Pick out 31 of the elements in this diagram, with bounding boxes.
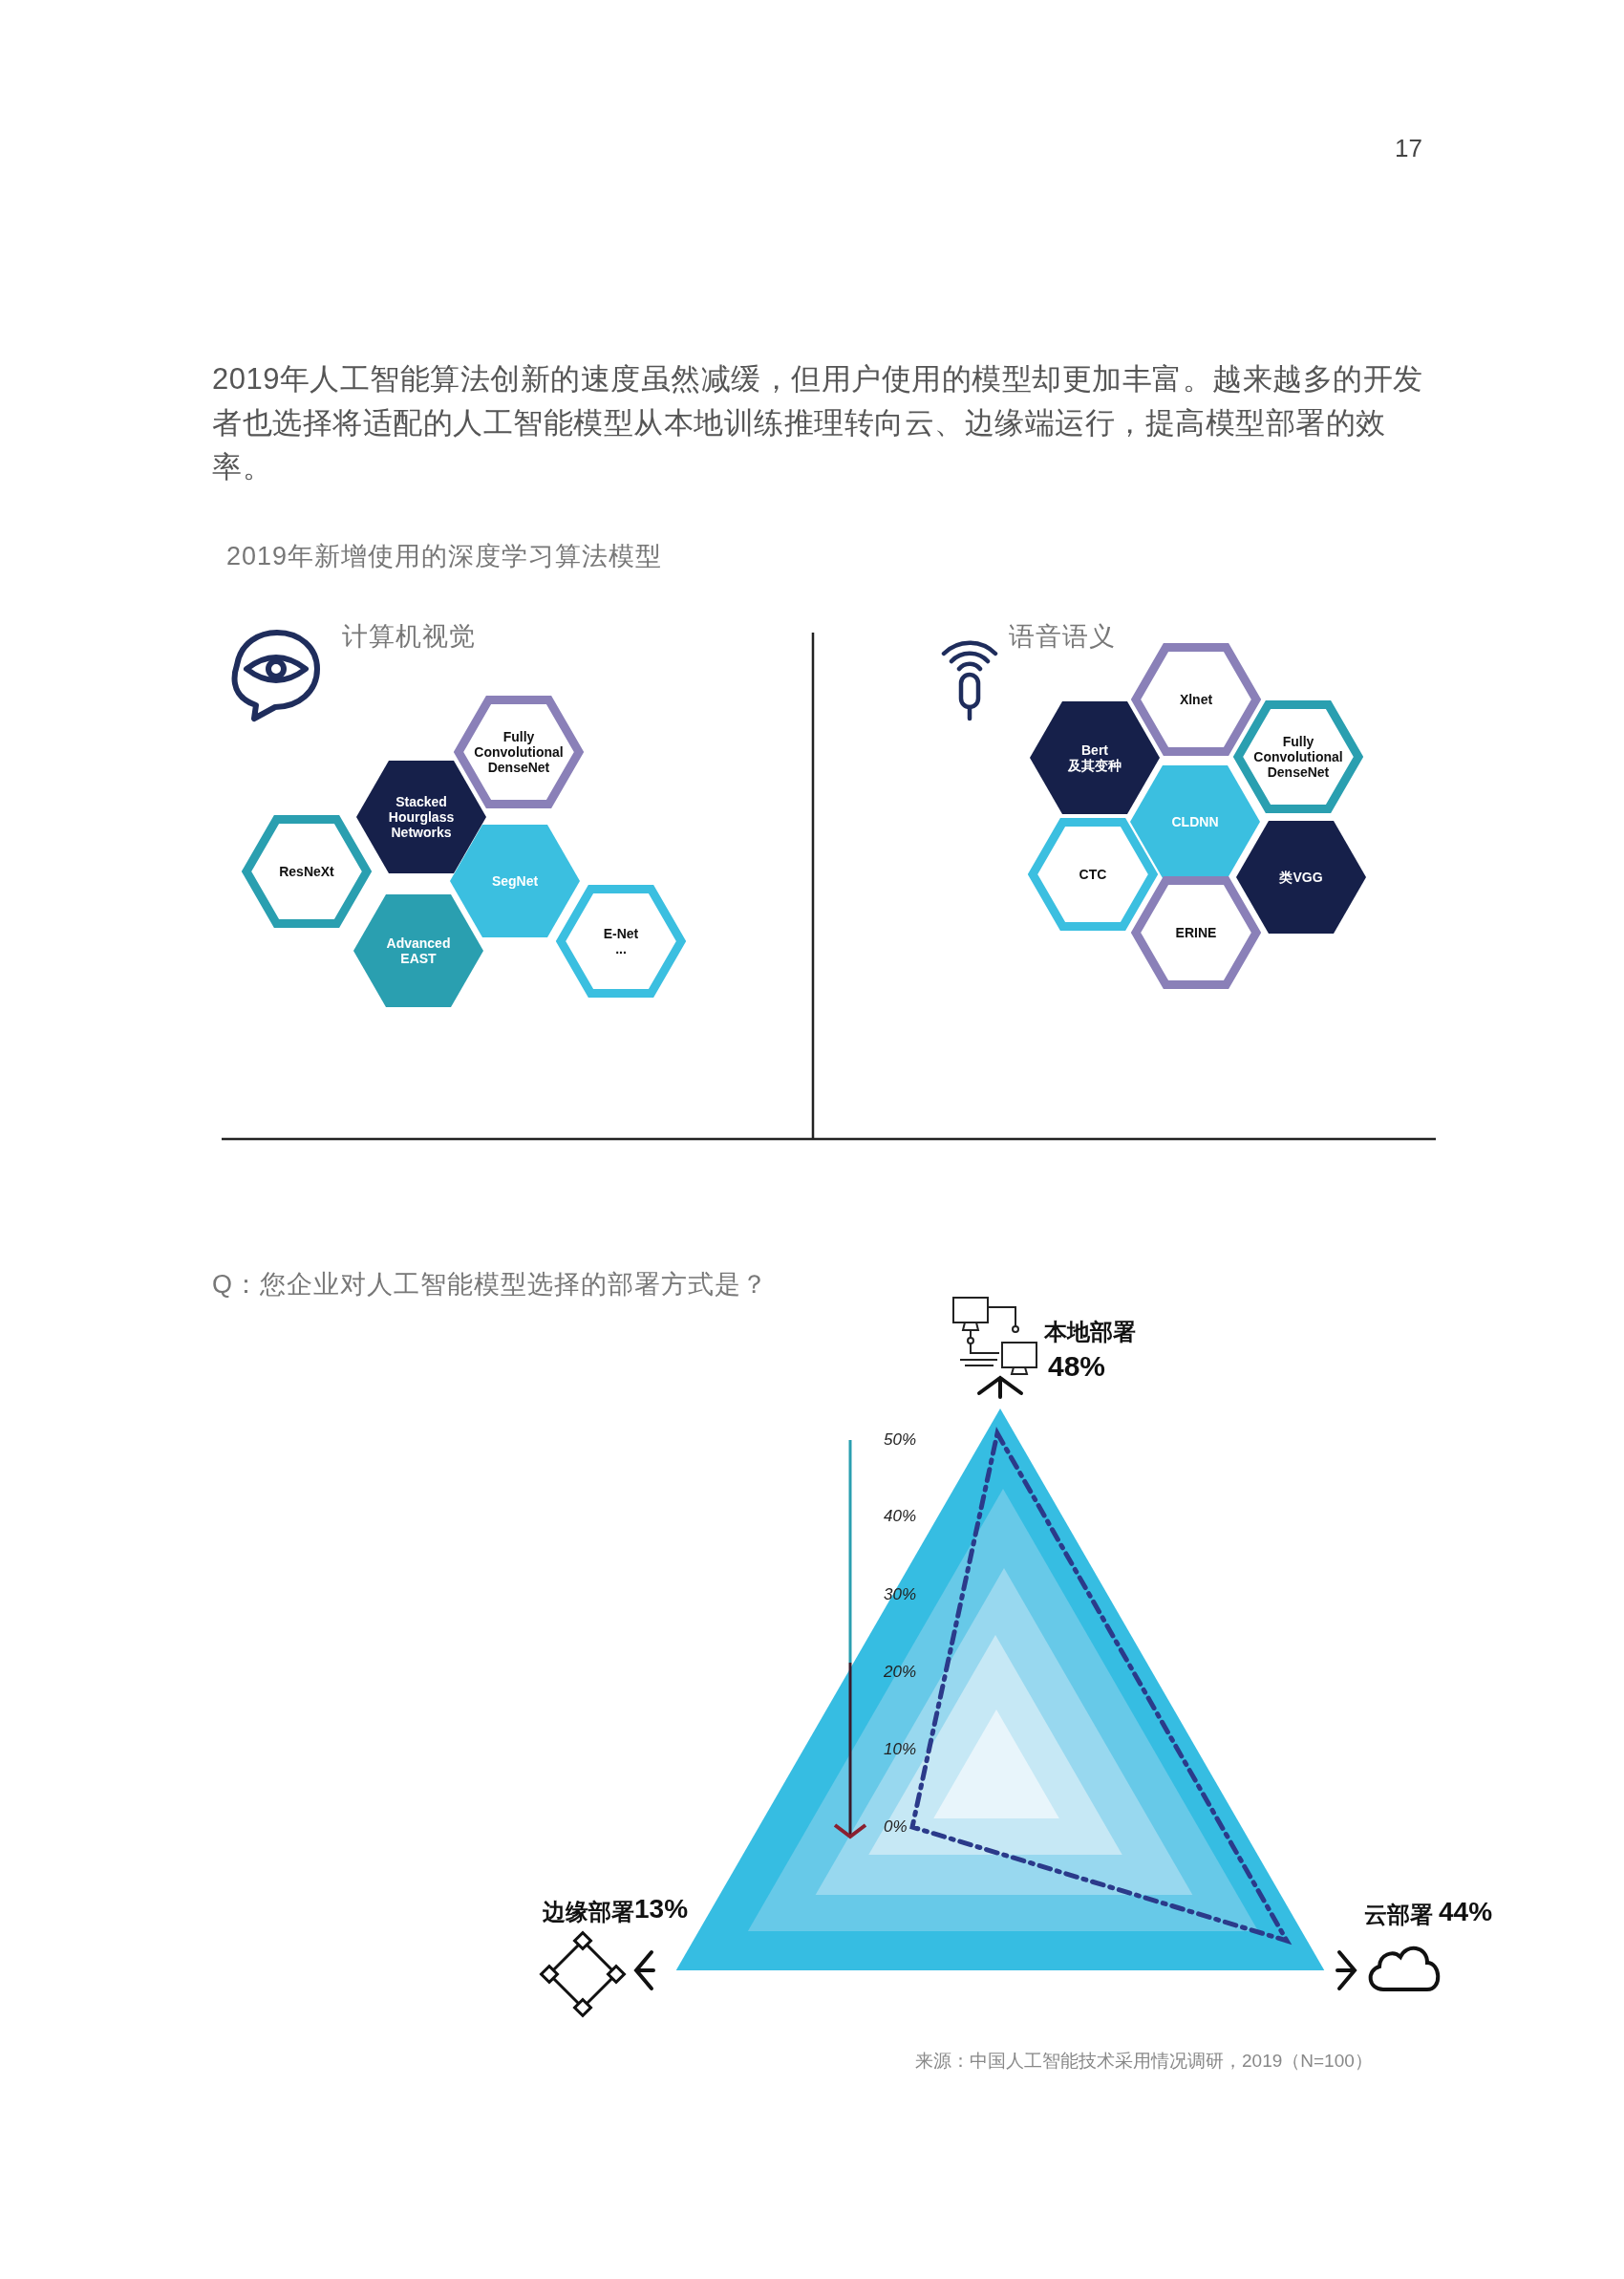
tick-label: 0% xyxy=(884,1817,908,1837)
model-name: Xlnet xyxy=(1179,692,1213,707)
category-heading: 语音语义 xyxy=(1009,621,1116,653)
tick-label: 10% xyxy=(884,1740,917,1759)
model-name: Advanced EAST xyxy=(386,935,451,966)
value-label: 44% xyxy=(1439,1897,1493,1927)
model-name: Stacked Hourglass Networks xyxy=(388,794,455,840)
model-name: SegNet xyxy=(491,873,539,889)
axis-label: 边缘部署 xyxy=(543,1898,634,1926)
tick-label: 40% xyxy=(884,1507,917,1526)
model-name: 类VGG xyxy=(1279,870,1323,885)
axis-label: 本地部署 xyxy=(1044,1318,1136,1346)
model-name: E-Net ... xyxy=(603,926,639,957)
model-name: CLDNN xyxy=(1171,814,1219,829)
model-name: Fully Convolutional DenseNet xyxy=(1253,734,1343,780)
model-name: CTC xyxy=(1079,867,1107,882)
model-name: ERINE xyxy=(1175,925,1217,940)
value-label: 48% xyxy=(1048,1350,1106,1383)
value-label: 13% xyxy=(634,1894,689,1924)
axis-label: 云部署 xyxy=(1364,1901,1433,1929)
model-name: Bert 及其变种 xyxy=(1068,742,1122,773)
source-note: 来源：中国人工智能技术采用情况调研，2019（N=100） xyxy=(915,2050,1373,2073)
question-text: Q：您企业对人工智能模型选择的部署方式是？ xyxy=(212,1269,768,1301)
category-heading: 计算机视觉 xyxy=(342,621,476,653)
tick-label: 50% xyxy=(884,1430,917,1450)
model-name: ResNeXt xyxy=(279,864,334,879)
page-number: 17 xyxy=(1395,134,1422,163)
section-heading: 2019年新增使用的深度学习算法模型 xyxy=(226,541,663,572)
intro-paragraph: 2019年人工智能算法创新的速度虽然减缓，但用户使用的模型却更加丰富。越来越多的开发者也选择将适配的人工智能模型从本地训练推理转向云、边缘端运行，提高模型部署的效率。 xyxy=(212,361,1424,485)
model-name: Fully Convolutional DenseNet xyxy=(474,729,564,775)
tick-label: 20% xyxy=(884,1663,917,1682)
